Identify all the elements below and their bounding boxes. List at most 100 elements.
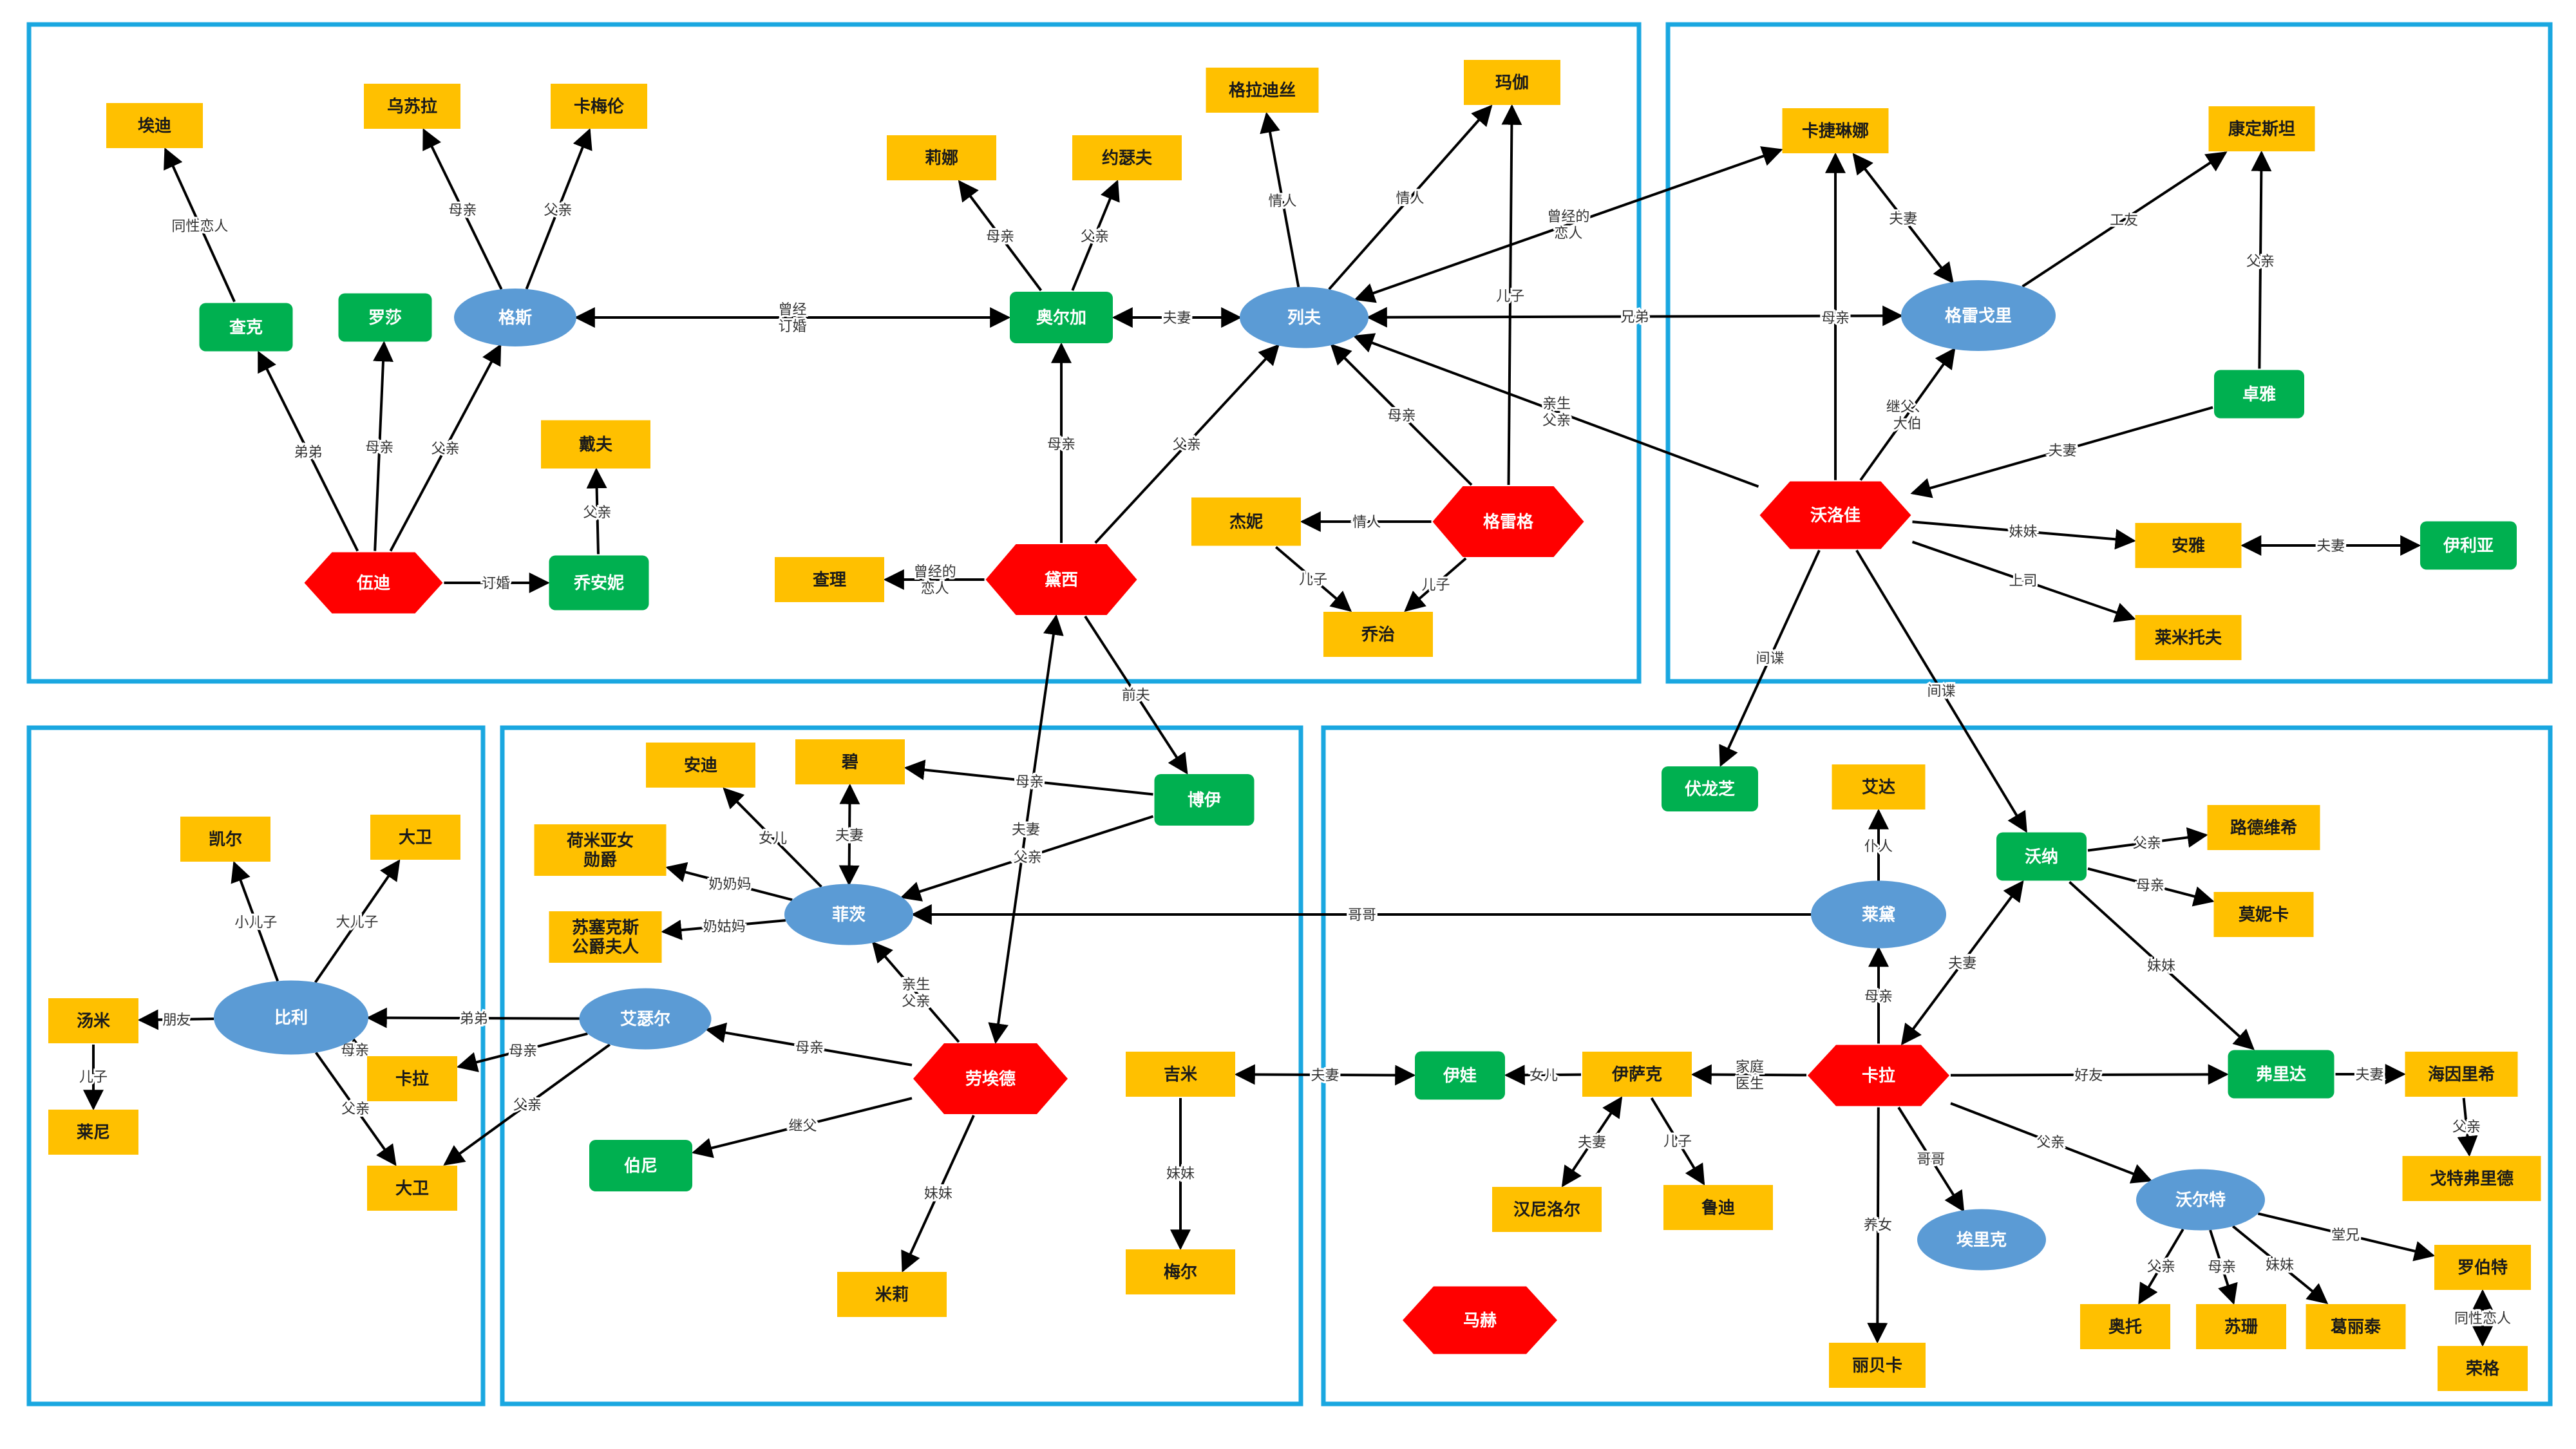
edge-aoerjia-yuesefu bbox=[1071, 180, 1120, 291]
edge-label: 大儿子 bbox=[336, 914, 379, 931]
node-tangmi: 汤米 bbox=[48, 998, 138, 1043]
node-shape bbox=[1126, 1052, 1235, 1097]
node-feici: 菲茨 bbox=[784, 884, 913, 945]
node-shape bbox=[48, 998, 138, 1043]
edge-bili-kaier bbox=[231, 860, 279, 982]
edge-label: 父亲 bbox=[1173, 437, 1201, 453]
edge-label: 母亲 bbox=[986, 229, 1014, 245]
edge-label: 奶奶妈 bbox=[708, 876, 751, 893]
edge-label: 父亲 bbox=[341, 1101, 370, 1117]
node-label: 玛伽 bbox=[1495, 73, 1529, 93]
node-label: 戴夫 bbox=[579, 435, 613, 455]
edge-label: 妹妹 bbox=[2147, 958, 2175, 974]
edge-feici-hemiya bbox=[665, 862, 793, 902]
node-daixi: 黛西 bbox=[985, 544, 1137, 615]
node-label: 伊娃 bbox=[1443, 1066, 1477, 1086]
edge-aisefei-dawei2 bbox=[443, 1043, 611, 1166]
edge-label: 朋友 bbox=[163, 1012, 191, 1028]
node-shape bbox=[837, 1272, 947, 1317]
node-label: 汉尼洛尔 bbox=[1513, 1200, 1580, 1220]
node-aoerjia: 奥尔加 bbox=[1010, 292, 1113, 343]
group-frame bbox=[26, 725, 486, 1406]
node-label: 伊萨克 bbox=[1611, 1065, 1662, 1084]
edge-label: 父亲 bbox=[2147, 1259, 2175, 1275]
node-kameilun: 卡梅伦 bbox=[551, 84, 647, 129]
edge-woluojia-fulongzhi bbox=[1719, 549, 1821, 767]
node-shape bbox=[180, 817, 270, 862]
node-shape bbox=[2402, 1156, 2541, 1201]
node-gueladisi: 格拉迪丝 bbox=[1206, 68, 1319, 113]
node-kaier: 凯尔 bbox=[180, 817, 270, 862]
node-shape bbox=[1759, 481, 1911, 549]
node-label: 格斯 bbox=[498, 308, 532, 328]
edge-liefu-gueladisi bbox=[1260, 111, 1300, 288]
node-geleigeli: 格雷戈里 bbox=[1901, 280, 2056, 351]
edge-liefu-kajielinna bbox=[1354, 146, 1783, 303]
node-zhake: 查克 bbox=[199, 303, 293, 352]
node-shape bbox=[338, 293, 432, 342]
node-label: 吉米 bbox=[1164, 1065, 1197, 1084]
node-laidai: 莱黛 bbox=[1811, 880, 1946, 949]
edge-feici-susaikesi bbox=[661, 919, 786, 940]
node-label: 查理 bbox=[813, 571, 846, 590]
node-shape bbox=[1832, 764, 1926, 810]
node-yiwa: 伊娃 bbox=[1415, 1051, 1505, 1100]
edge-label: 曾经订婚 bbox=[778, 302, 806, 335]
node-shape bbox=[454, 289, 576, 346]
edge-label: 女儿 bbox=[759, 831, 787, 847]
node-label: 苏塞克斯公爵夫人 bbox=[572, 918, 639, 957]
node-majia: 玛伽 bbox=[1464, 60, 1560, 105]
edge-feici-andi bbox=[723, 787, 822, 888]
edge-label: 曾经的恋人 bbox=[1547, 209, 1589, 242]
edge-kala-libeika bbox=[1867, 1107, 1888, 1344]
node-label: 戈特弗里德 bbox=[2430, 1169, 2514, 1189]
edge-label: 妹妹 bbox=[1166, 1166, 1195, 1182]
node-label: 格雷戈里 bbox=[1945, 306, 2012, 326]
node-bi: 碧 bbox=[795, 739, 905, 784]
node-sushan: 苏珊 bbox=[2196, 1304, 2286, 1349]
edge-label: 父亲 bbox=[2133, 836, 2161, 852]
node-label: 杰妮 bbox=[1229, 513, 1263, 532]
edge-label: 小儿子 bbox=[234, 915, 277, 931]
edge-bili-tangmi bbox=[137, 1009, 214, 1030]
node-label: 卡捷琳娜 bbox=[1802, 122, 1869, 141]
node-shape bbox=[589, 1140, 692, 1191]
edge-label: 母亲 bbox=[448, 203, 477, 219]
node-label: 博伊 bbox=[1188, 791, 1221, 810]
node-shape bbox=[2214, 370, 2304, 419]
node-label: 乔治 bbox=[1361, 625, 1395, 645]
node-shape bbox=[2207, 805, 2320, 850]
edge-label: 曾经的恋人 bbox=[914, 564, 956, 597]
edge-label: 夫妻 bbox=[1311, 1068, 1339, 1084]
node-shape bbox=[2306, 1304, 2406, 1349]
edge-label: 妹妹 bbox=[924, 1186, 952, 1202]
edge-qiaoanni-daifu bbox=[586, 468, 607, 554]
node-label: 荷米亚女勋爵 bbox=[567, 831, 634, 870]
node-label: 乌苏拉 bbox=[387, 97, 437, 117]
node-label: 约瑟夫 bbox=[1102, 148, 1153, 168]
node-label: 大卫 bbox=[395, 1179, 429, 1198]
node-shape bbox=[775, 557, 884, 602]
node-liefu: 列夫 bbox=[1240, 287, 1368, 348]
edge-label: 情人 bbox=[1396, 191, 1424, 207]
edge-label: 哥哥 bbox=[1917, 1151, 1945, 1168]
node-shape bbox=[367, 1166, 457, 1211]
edge-woerte-sushan bbox=[2209, 1229, 2238, 1305]
edge-wudi-luosha bbox=[373, 341, 394, 551]
node-label: 梅尔 bbox=[1164, 1262, 1197, 1282]
node-shape bbox=[2405, 1052, 2518, 1097]
edge-jieni-qiaozhi bbox=[1274, 545, 1352, 612]
node-shape bbox=[1464, 60, 1560, 105]
node-shape bbox=[2136, 1169, 2265, 1231]
node-libeika: 丽贝卡 bbox=[1829, 1343, 1926, 1388]
edge-label: 父亲 bbox=[583, 505, 611, 521]
node-label: 大卫 bbox=[399, 828, 432, 848]
node-label: 卡梅伦 bbox=[574, 97, 625, 117]
node-shape bbox=[1901, 280, 2056, 351]
node-yuesefu: 约瑟夫 bbox=[1072, 135, 1182, 180]
node-label: 莱尼 bbox=[77, 1123, 110, 1142]
node-label: 沃尔特 bbox=[2175, 1190, 2226, 1210]
edge-label: 亲生父亲 bbox=[1542, 396, 1571, 429]
node-label: 奥尔加 bbox=[1036, 308, 1086, 328]
edge-bili-dawei2 bbox=[314, 1052, 397, 1166]
